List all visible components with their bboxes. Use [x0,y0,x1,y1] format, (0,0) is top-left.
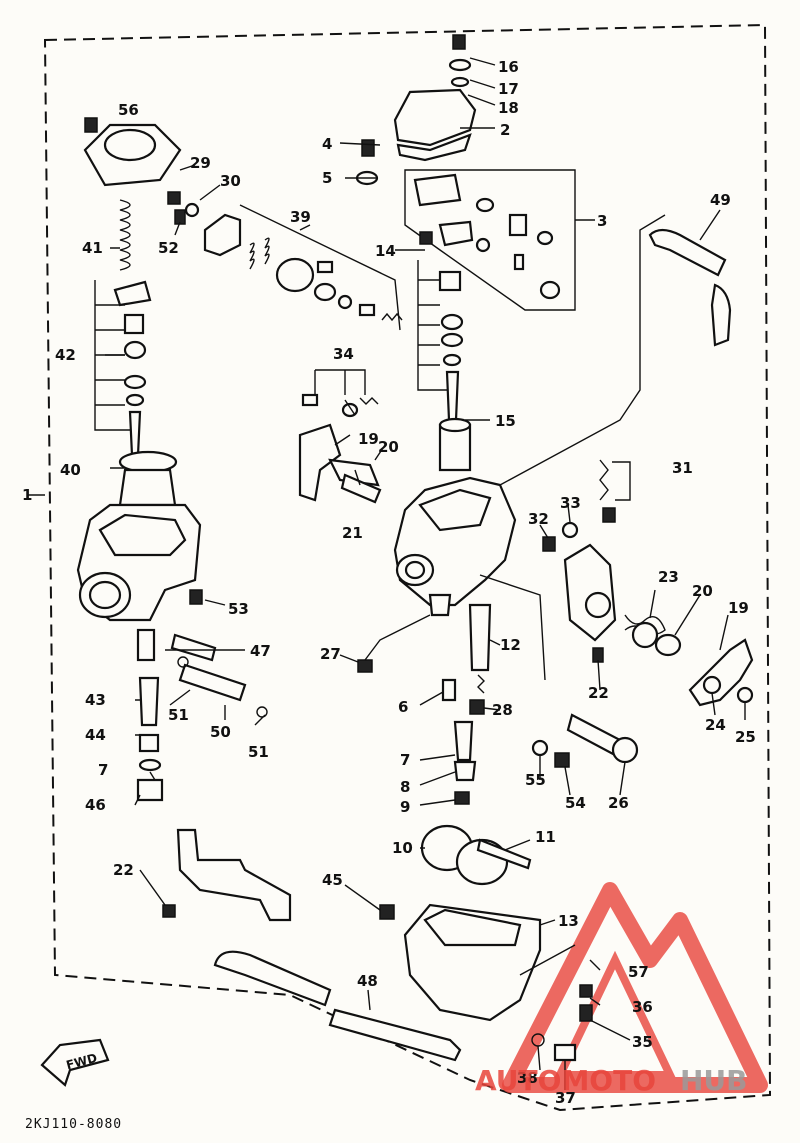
callout-21: 21 [342,524,363,542]
callout-20-right: 20 [692,582,713,600]
callout-13: 13 [558,912,579,930]
callout-40: 40 [60,461,81,479]
callout-5: 5 [322,169,332,187]
callout-49: 49 [710,191,731,209]
callout-1: 1 [22,486,32,504]
watermark-gray: HUB [680,1064,748,1097]
center-lower-parts [357,603,639,886]
callout-46: 46 [85,796,106,814]
callout-38: 38 [517,1069,538,1087]
float-bowl [328,903,593,1062]
callout-14: 14 [375,242,396,260]
throttle-lever-group [298,369,382,504]
callout-18: 18 [498,99,519,117]
callout-17: 17 [498,80,519,98]
callout-51-left: 51 [168,706,189,724]
callout-34: 34 [333,345,354,363]
callout-54: 54 [565,794,586,812]
callout-15: 15 [495,412,516,430]
callout-45: 45 [322,871,343,889]
drawing-code: 2KJ110-8080 [25,1117,122,1132]
callout-32: 32 [528,510,549,528]
top-center-parts [355,34,576,472]
callout-53: 53 [228,600,249,618]
callout-56: 56 [118,101,139,119]
callout-28: 28 [492,701,513,719]
callout-26: 26 [608,794,629,812]
callout-6: 6 [398,698,408,716]
callout-19-right: 19 [728,599,749,617]
callout-41: 41 [82,239,103,257]
callout-31: 31 [672,459,693,477]
callout-24: 24 [705,716,726,734]
callout-3: 3 [597,212,607,230]
callout-39: 39 [290,208,311,226]
callout-35: 35 [632,1033,653,1051]
callout-37: 37 [555,1089,576,1107]
callout-47: 47 [250,642,271,660]
callout-10: 10 [392,839,413,857]
callout-25: 25 [735,728,756,746]
hose-49 [648,228,732,347]
callout-51-right: 51 [248,743,269,761]
callout-11: 11 [535,828,556,846]
callout-29: 29 [190,154,211,172]
left-carburetor-body [76,117,202,662]
callout-9: 9 [400,798,410,816]
callout-55: 55 [525,771,546,789]
callout-19-left: 19 [358,430,379,448]
watermark-red: AUTOMOTO [475,1064,656,1097]
callout-36: 36 [632,998,653,1016]
left-small-parts [136,191,403,1007]
callout-8: 8 [400,778,410,796]
callout-7-left: 7 [98,761,108,779]
right-carburetor-body [393,214,666,681]
callout-4: 4 [322,135,332,153]
watermark-text: AUTOMOTO HUB [475,1064,748,1097]
callout-labels: 1 2 3 4 5 6 7 7 8 9 10 11 12 13 14 15 16… [22,58,756,1107]
callout-7-right: 7 [400,751,410,769]
callout-23: 23 [658,568,679,586]
callout-22-right: 22 [588,684,609,702]
callout-52: 52 [158,239,179,257]
callout-48: 48 [357,972,378,990]
callout-12: 12 [500,636,521,654]
callout-27: 27 [320,645,341,663]
fwd-arrow: FWD [40,1038,110,1087]
right-lever-parts [624,614,754,707]
leader-lines [105,57,746,1090]
watermark-logo [502,882,768,1093]
callout-33: 33 [560,494,581,512]
callout-57: 57 [628,963,649,981]
callout-42: 42 [55,346,76,364]
callout-22-left: 22 [113,861,134,879]
callout-30: 30 [220,172,241,190]
callout-50: 50 [210,723,231,741]
assembly-boundary [43,23,772,1112]
callout-43: 43 [85,691,106,709]
callout-2: 2 [500,121,510,139]
callout-16: 16 [498,58,519,76]
callout-20-left: 20 [378,438,399,456]
callout-44: 44 [85,726,106,744]
